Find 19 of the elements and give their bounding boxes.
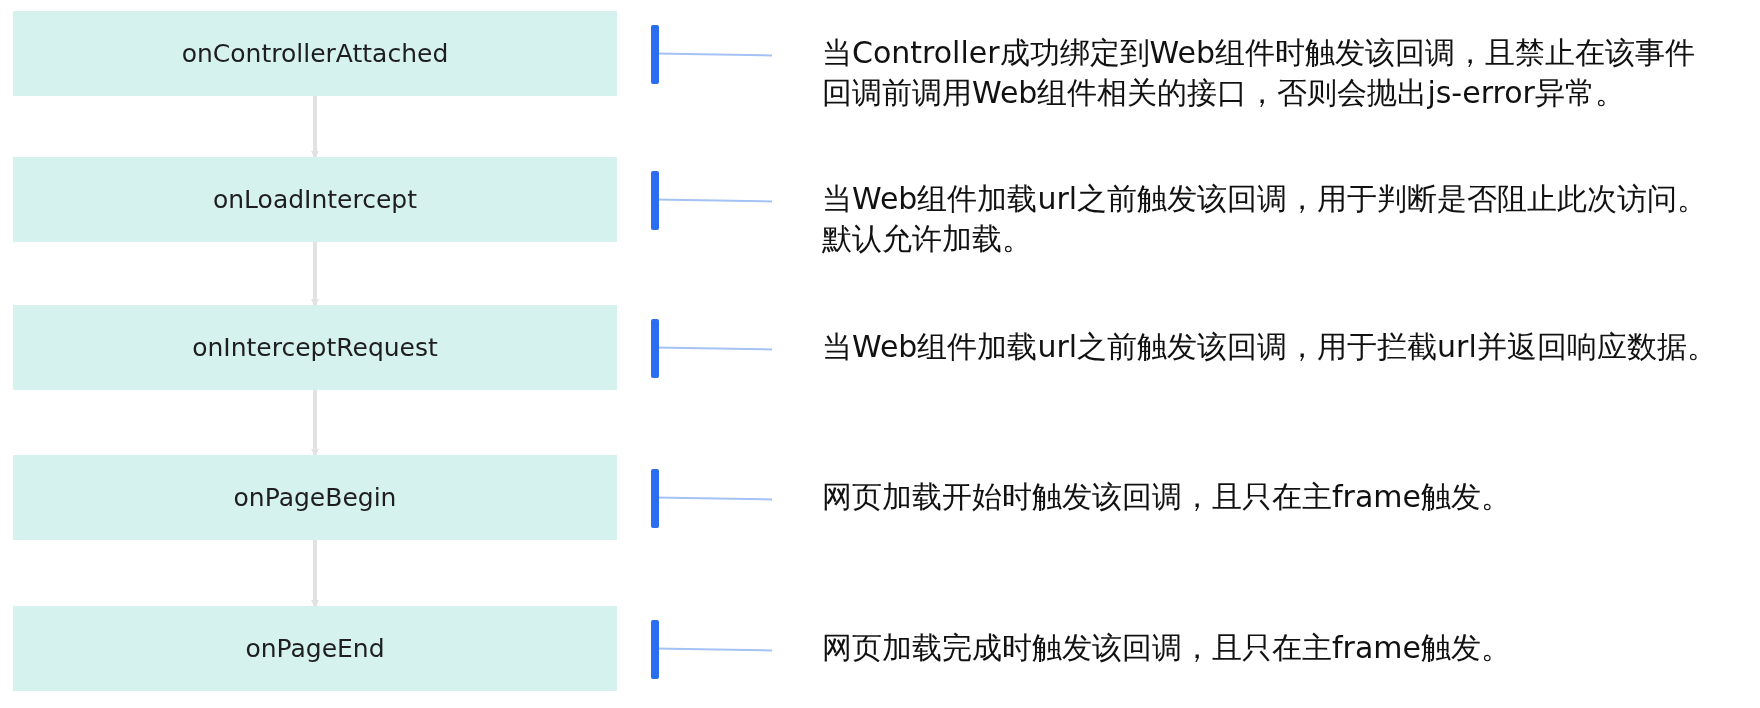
description-text: 网页加载开始时触发该回调，且只在主frame触发。 — [822, 477, 1512, 516]
arrow — [311, 242, 319, 307]
description-text: 网页加载完成时触发该回调，且只在主frame触发。 — [822, 628, 1512, 667]
callback-name: onInterceptRequest — [192, 333, 438, 362]
arrow — [311, 540, 319, 608]
process-box — [13, 606, 617, 691]
process-box — [13, 11, 617, 96]
arrow — [311, 96, 319, 159]
process-box — [13, 157, 617, 242]
arrow — [311, 390, 319, 457]
description-text: 当Controller成功绑定到Web组件时触发该回调，且禁止在该事件回调前调用Web组件相关的接口，否则会抛出js-error异常。 — [822, 33, 1696, 112]
callback-name: onLoadIntercept — [212, 185, 417, 214]
callback-name: onPageBegin — [233, 483, 397, 512]
description-text: 当Web组件加载url之前触发该回调，用于判断是否阻止此次访问。默认允许加载。 — [822, 179, 1709, 258]
process-box — [13, 455, 617, 540]
description-text: 当Web组件加载url之前触发该回调，用于拦截url并返回响应数据。 — [822, 327, 1718, 366]
process-box — [13, 305, 617, 390]
callback-name: onPageEnd — [245, 634, 385, 663]
callback-name: onControllerAttached — [181, 39, 449, 68]
